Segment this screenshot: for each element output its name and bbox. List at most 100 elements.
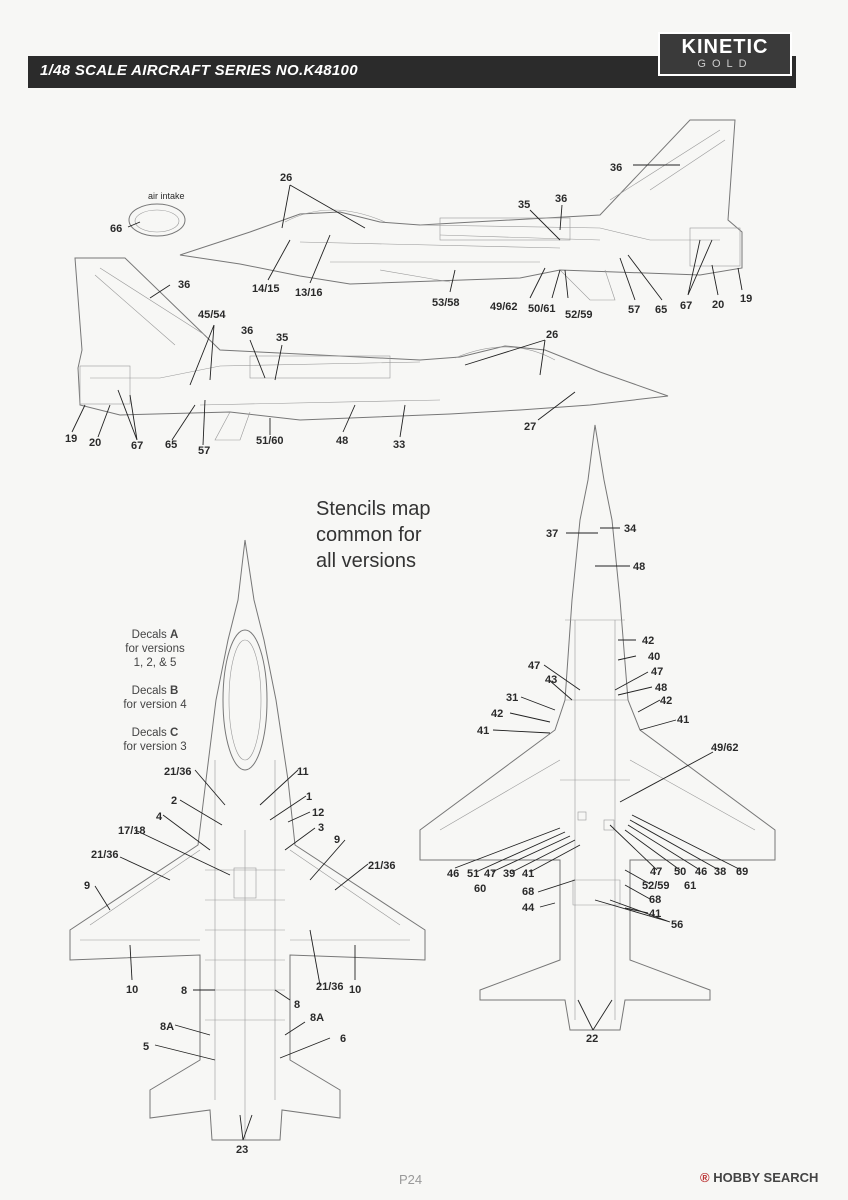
callout-label: 39: [503, 868, 515, 880]
callout-label: 52/59: [642, 880, 670, 892]
logo-main-text: KINETIC: [681, 36, 769, 58]
callout-label: 13/16: [295, 287, 323, 299]
callout-label: 47: [651, 666, 663, 678]
callout-label: 36: [178, 279, 190, 291]
callout-label: 46: [695, 866, 707, 878]
callout-label: 19: [740, 293, 752, 305]
side-view-left-labels: 36 45/54 36 35 26 19 20 67 65 57 51/60 4…: [65, 279, 558, 457]
callout-label: 60: [474, 883, 486, 895]
callout-label: 37: [546, 528, 558, 540]
side-view-right-profile: [179, 119, 743, 301]
stencils-title-line: all versions: [316, 550, 417, 572]
callout-label: 11: [297, 766, 309, 778]
callout-label: 47: [484, 868, 496, 880]
callout-label: 41: [522, 868, 534, 880]
decal-legend: Decals A for versions 1, 2, & 5 Decals B…: [100, 628, 210, 768]
legend-group-b: Decals B for version 4: [100, 684, 210, 712]
callout-label: 20: [89, 437, 101, 449]
legend-line: 1, 2, & 5: [133, 657, 177, 669]
callout-label: 27: [524, 421, 536, 433]
legend-prefix: Decals: [131, 685, 171, 697]
callout-label: 17/18: [118, 825, 146, 837]
callout-label: 20: [712, 299, 724, 311]
callout-label: 42: [660, 695, 672, 707]
callout-label: 68: [649, 894, 661, 906]
callout-label: 2: [171, 795, 177, 807]
callout-label: 49/62: [490, 301, 518, 313]
callout-label: 41: [677, 714, 689, 726]
callout-label: 10: [126, 984, 138, 996]
legend-prefix: Decals: [131, 629, 171, 641]
legend-heading: Decals C: [100, 726, 210, 740]
callout-label: 43: [545, 674, 557, 686]
callout-label: 35: [276, 332, 288, 344]
air-intake-inset: air intake: [128, 191, 186, 237]
callout-label: 23: [236, 1144, 248, 1156]
callout-label: 51: [467, 868, 479, 880]
legend-heading: Decals B: [100, 684, 210, 698]
callout-label: 8: [181, 985, 187, 997]
callout-label: 44: [522, 902, 535, 914]
legend-letter: C: [170, 727, 179, 739]
callout-label: 22: [586, 1033, 598, 1045]
callout-label: 21/36: [368, 860, 396, 872]
callout-label: 36: [555, 193, 567, 205]
legend-group-c: Decals C for version 3: [100, 726, 210, 754]
callout-label: 66: [110, 223, 122, 235]
callout-label: 4: [156, 811, 163, 823]
callout-label: 56: [671, 919, 683, 931]
legend-letter: A: [170, 629, 179, 641]
callout-label: 48: [336, 435, 348, 447]
callout-label: 50/61: [528, 303, 556, 315]
callout-label: 19: [65, 433, 77, 445]
callout-label: 48: [633, 561, 645, 573]
callout-label: 36: [610, 162, 622, 174]
callout-label: 41: [649, 908, 661, 920]
callout-label: 10: [349, 984, 361, 996]
callout-label: 52/59: [565, 309, 593, 321]
logo-sub-text: GOLD: [697, 58, 753, 70]
legend-prefix: Decals: [131, 727, 171, 739]
legend-line: for version 3: [123, 741, 187, 753]
callout-label: 33: [393, 439, 405, 451]
callout-label: 1: [306, 791, 312, 803]
page-number: P24: [399, 1172, 423, 1187]
bottom-view-labels: 37 34 48 42 40 47 47 48 43 31 42 41 42 4…: [447, 523, 748, 1045]
callout-label: 50: [674, 866, 686, 878]
callout-label: 65: [165, 439, 177, 451]
callout-label: 36: [241, 325, 253, 337]
callout-label: 65: [655, 304, 667, 316]
stencils-title-line: common for: [316, 524, 422, 546]
callout-label: 8: [294, 999, 300, 1011]
legend-heading: Decals A: [100, 628, 210, 642]
callout-label: 26: [280, 172, 292, 184]
callout-label: 61: [684, 880, 696, 892]
watermark-mark: ®: [700, 1170, 710, 1185]
callout-label: 51/60: [256, 435, 284, 447]
callout-label: 3: [318, 822, 324, 834]
hobby-search-watermark: ® HOBBY SEARCH: [700, 1170, 818, 1185]
watermark-brand: HOBBY SEARCH: [713, 1170, 819, 1185]
callout-label: 47: [528, 660, 540, 672]
callout-label: 6: [340, 1033, 346, 1045]
callout-label: 34: [624, 523, 637, 535]
legend-line: for version 4: [123, 699, 187, 711]
legend-letter: B: [170, 685, 179, 697]
callout-label: 42: [642, 635, 654, 647]
callout-label: 42: [491, 708, 503, 720]
stencils-map-title: Stencils map common for all versions: [316, 496, 486, 574]
callout-label: 69: [736, 866, 748, 878]
callout-label: 47: [650, 866, 662, 878]
stencils-title-line: Stencils map: [316, 498, 431, 520]
callout-label: 26: [546, 329, 558, 341]
side-view-right-labels: 26 36 35 36 66 14/15 13/16 53/58 49/62 5…: [110, 162, 752, 321]
legend-line: for versions: [125, 643, 185, 655]
callout-label: 46: [447, 868, 459, 880]
callout-label: 12: [312, 807, 324, 819]
top-view-plan: [69, 539, 426, 1141]
callout-label: 9: [334, 834, 340, 846]
callout-label: 8A: [310, 1012, 324, 1024]
intake-label: air intake: [148, 191, 185, 201]
callout-label: 68: [522, 886, 534, 898]
callout-label: 14/15: [252, 283, 280, 295]
